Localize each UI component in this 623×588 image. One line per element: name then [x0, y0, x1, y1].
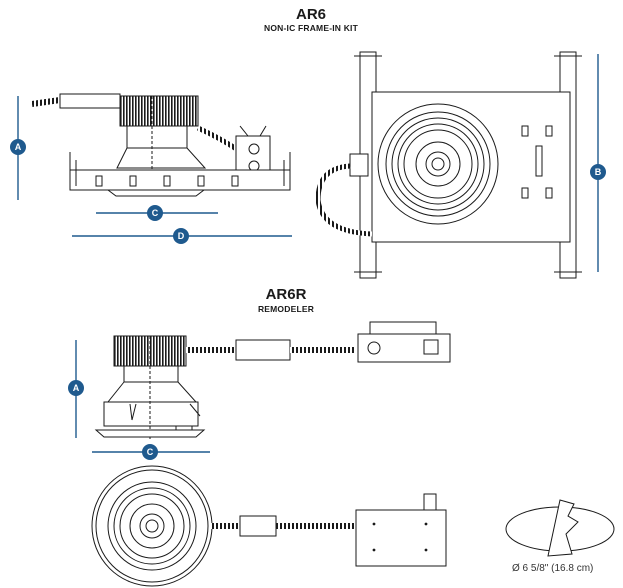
ar6-top-view: [315, 51, 582, 279]
ar6-title: AR6: [295, 6, 326, 23]
ar6-side-view: [31, 93, 291, 197]
ar6r-side-view: [94, 321, 451, 440]
marker-a-ar6r: A: [73, 383, 80, 393]
dimension-markers: A C D B A C: [10, 139, 606, 460]
marker-c-ar6: C: [152, 208, 159, 218]
ar6r-subtitle: REMODELER: [257, 304, 315, 314]
cutout-label: Ø 6 5/8" (16.8 cm): [512, 563, 594, 574]
ar6r-top-view: [91, 465, 447, 587]
ar6r-title: AR6R: [265, 286, 307, 303]
marker-a-ar6: A: [15, 142, 22, 152]
marker-b-ar6: B: [595, 167, 602, 177]
marker-c-ar6r: C: [147, 447, 154, 457]
cutout-icon: [505, 499, 615, 557]
ar6-subtitle: NON-IC FRAME-IN KIT: [264, 23, 358, 33]
marker-d-ar6: D: [178, 231, 185, 241]
